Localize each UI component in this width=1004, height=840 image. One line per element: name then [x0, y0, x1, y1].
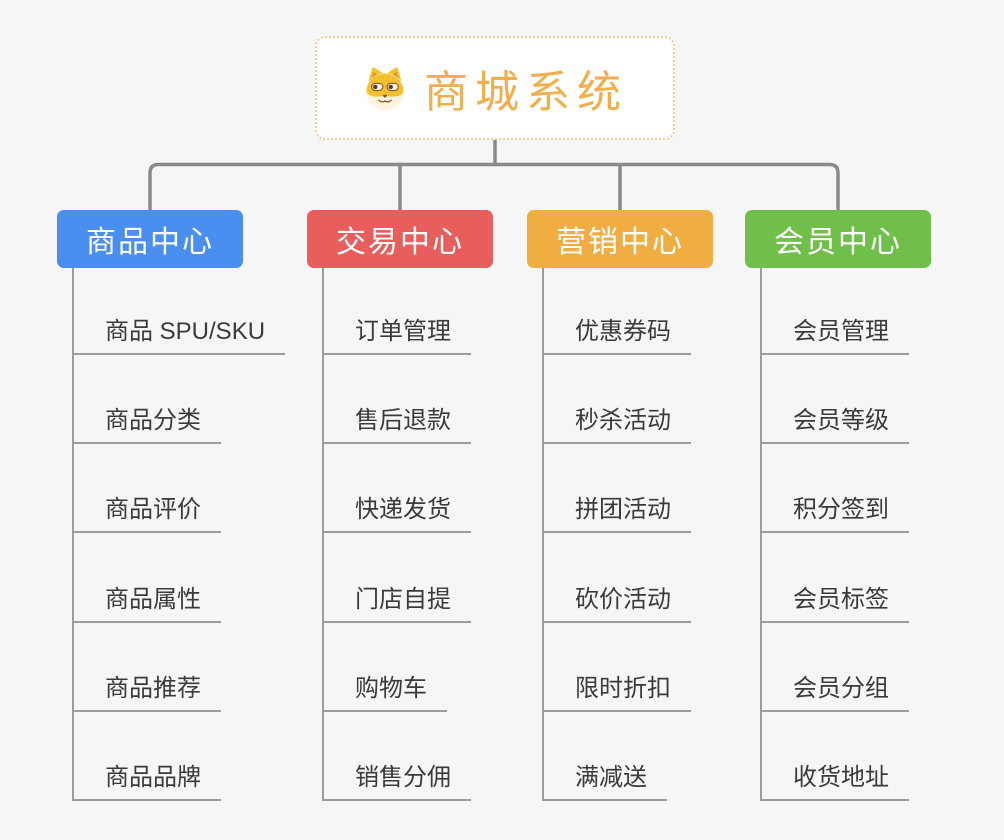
branch-node-3[interactable]: 营销中心 [527, 210, 713, 268]
leaf-node[interactable]: 限时折扣 [542, 673, 691, 712]
shiba-dog-icon [366, 67, 404, 111]
leaf-node[interactable]: 满减送 [542, 762, 667, 801]
branch-node-2[interactable]: 交易中心 [307, 210, 493, 268]
branch-node-4[interactable]: 会员中心 [745, 210, 931, 268]
leaf-node[interactable]: 门店自提 [322, 584, 471, 623]
leaf-node[interactable]: 会员管理 [760, 316, 909, 355]
branch-spine-line [542, 268, 544, 801]
leaf-node[interactable]: 秒杀活动 [542, 405, 691, 444]
leaf-node[interactable]: 商品 SPU/SKU [72, 316, 286, 355]
branch-node-1[interactable]: 商品中心 [57, 210, 243, 268]
leaf-node[interactable]: 砍价活动 [542, 584, 691, 623]
leaf-node[interactable]: 快递发货 [322, 494, 471, 533]
branch-spine-line [760, 268, 762, 801]
leaf-node[interactable]: 会员分组 [760, 673, 909, 712]
leaf-node[interactable]: 购物车 [322, 673, 447, 712]
leaf-node[interactable]: 销售分佣 [322, 762, 471, 801]
leaf-node[interactable]: 收货地址 [760, 762, 909, 801]
root-node[interactable]: 商城系统 [315, 36, 675, 140]
leaf-node[interactable]: 商品评价 [72, 494, 221, 533]
leaf-node[interactable]: 商品分类 [72, 405, 221, 444]
leaf-node[interactable]: 会员标签 [760, 584, 909, 623]
leaf-node[interactable]: 商品推荐 [72, 673, 221, 712]
branch-spine-line [72, 268, 74, 801]
branch-spine-line [322, 268, 324, 801]
leaf-node[interactable]: 商品品牌 [72, 762, 221, 801]
leaf-node[interactable]: 售后退款 [322, 405, 471, 444]
leaf-node[interactable]: 商品属性 [72, 584, 221, 623]
leaf-node[interactable]: 订单管理 [322, 316, 471, 355]
leaf-node[interactable]: 积分签到 [760, 494, 909, 533]
leaf-node[interactable]: 会员等级 [760, 405, 909, 444]
leaf-node[interactable]: 拼团活动 [542, 494, 691, 533]
leaf-node[interactable]: 优惠券码 [542, 316, 691, 355]
root-node-label: 商城系统 [424, 68, 628, 117]
